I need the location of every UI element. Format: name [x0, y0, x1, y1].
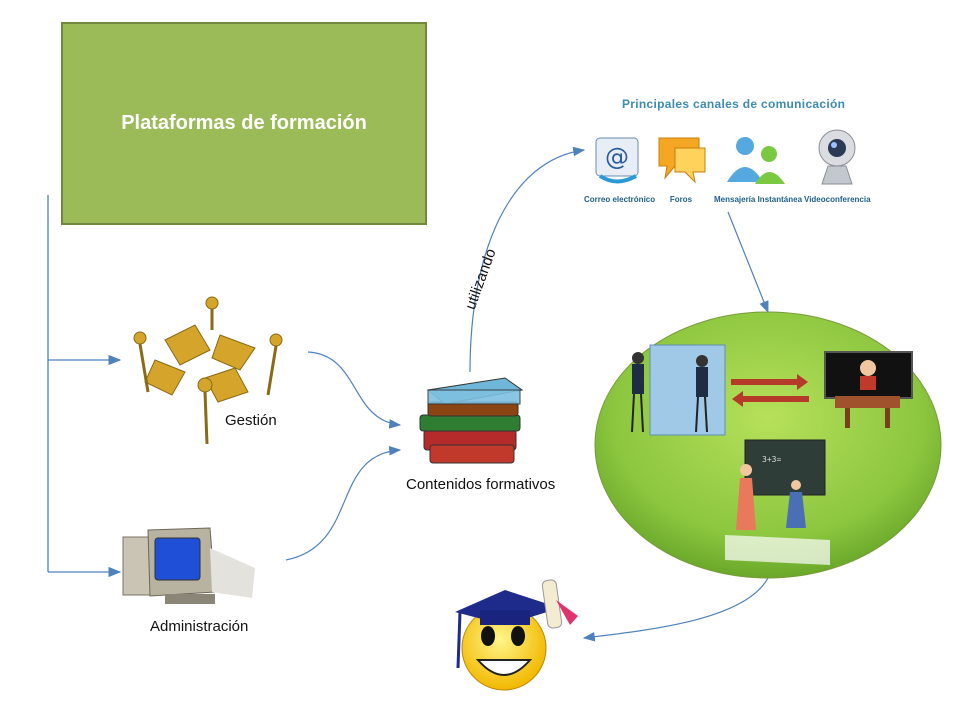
arrow-ellipse-graduate — [582, 577, 769, 642]
graduate-icon — [455, 579, 578, 691]
arrow-admin-contenidos — [285, 445, 402, 561]
svg-text:3+3=: 3+3= — [762, 455, 781, 464]
channel-label-forums: Foros — [669, 195, 693, 204]
students-icon — [631, 344, 726, 436]
email-icon: @ — [592, 132, 642, 187]
svg-text:@: @ — [605, 143, 629, 171]
page-title: Plataformas de formación — [121, 112, 367, 134]
webcam-icon — [810, 128, 865, 188]
contenidos-label: Contenidos formativos — [406, 476, 556, 493]
title-box: Plataformas de formación — [61, 22, 427, 225]
teacher-monitor-icon — [824, 351, 913, 428]
blackboard-icon: 3+3= — [725, 439, 830, 565]
gestion-icon — [133, 296, 283, 445]
administracion-label: Administración — [150, 618, 249, 635]
messenger-icon — [723, 132, 789, 187]
channel-label-messenger: Mensajería Instantánea — [714, 195, 803, 204]
channel-label-email: Correo electrónico — [584, 195, 656, 204]
channel-label-videoconf: Videoconferencia — [804, 195, 871, 204]
gestion-label: Gestión — [225, 412, 277, 429]
arrow-contenidos-channels — [469, 146, 586, 373]
exchange-arrows-icon — [731, 374, 809, 407]
channels-title: Principales canales de comunicación — [622, 97, 846, 111]
computer-icon — [122, 527, 255, 604]
books-icon — [419, 377, 524, 464]
arrow-channels-ellipse — [727, 211, 769, 314]
forum-icon — [655, 132, 707, 187]
arrow-gestion-contenidos — [307, 351, 402, 429]
